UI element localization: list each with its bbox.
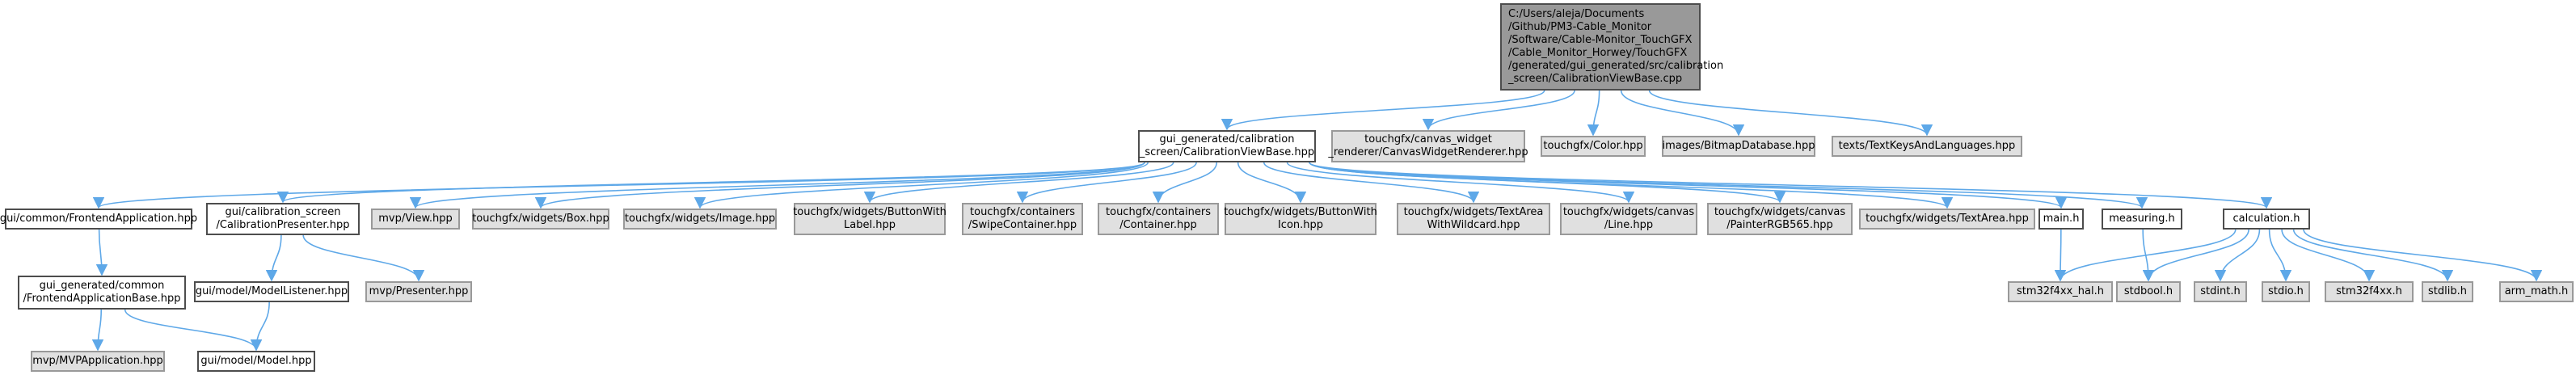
node-textkeysandlanguages-hpp: texts/TextKeysAndLanguages.hpp — [1832, 136, 2022, 157]
node-stdlib-h: stdlib.h — [2422, 281, 2473, 302]
edge-main_h-to-hal — [2054, 229, 2067, 282]
edge-calculation_h-to-stdio — [2268, 229, 2292, 282]
edge-viewbase-to-mvp_view — [410, 162, 1145, 209]
edge-frontend_base-to-model — [124, 309, 263, 352]
node-textarea-hpp: touchgfx/widgets/TextArea.hpp — [1859, 209, 2035, 230]
edge-viewbase-to-container — [1152, 162, 1218, 204]
edge-frontend_base-to-mvp_application — [91, 309, 104, 352]
node-stdint-h: stdint.h — [2194, 281, 2247, 302]
node-calibrationviewbase-hpp[interactable]: gui_generated/calibration _screen/Calibr… — [1138, 130, 1316, 162]
edge-model_listener-to-model — [250, 301, 270, 352]
edge-calculation_h-to-stdbool — [2142, 229, 2249, 282]
node-model-hpp[interactable]: gui/model/Model.hpp — [197, 351, 315, 372]
edge-viewbase-to-btn_icon — [1237, 162, 1307, 204]
edge-calculation_h-to-hal — [2054, 229, 2237, 282]
edge-root-to-color — [1587, 90, 1600, 137]
edge-root-to-viewbase — [1221, 90, 1545, 131]
node-root-calibrationviewbase-cpp: C:/Users/aleja/Documents /Github/PM3-Cab… — [1500, 3, 1723, 91]
node-buttonwithicon-hpp: touchgfx/widgets/ButtonWith Icon.hpp — [1224, 203, 1377, 235]
edge-viewbase-to-calculation_h — [1309, 162, 2272, 209]
node-buttonwithlabel-hpp: touchgfx/widgets/ButtonWith Label.hpp — [793, 203, 947, 235]
edge-calib_presenter-to-model_listener — [265, 234, 282, 282]
node-canvas-line-hpp: touchgfx/widgets/canvas /Line.hpp — [1560, 203, 1697, 235]
node-mvp-presenter-hpp: mvp/Presenter.hpp — [365, 281, 472, 302]
node-color-hpp: touchgfx/Color.hpp — [1541, 136, 1646, 157]
node-main-h[interactable]: main.h — [2038, 209, 2084, 230]
node-painterrgb565-hpp: touchgfx/widgets/canvas /PainterRGB565.h… — [1707, 203, 1853, 235]
node-textareawithwildcard-hpp: touchgfx/widgets/TextArea WithWildcard.h… — [1397, 203, 1550, 235]
node-frontendapplication-hpp[interactable]: gui/common/FrontendApplication.hpp — [0, 209, 197, 230]
edge-calculation_h-to-stm32 — [2281, 229, 2376, 282]
edge-calculation_h-to-stdlib — [2292, 229, 2454, 282]
edge-frontend_app-to-frontend_base — [95, 229, 108, 276]
node-box-hpp: touchgfx/widgets/Box.hpp — [472, 209, 609, 230]
node-stdio-h: stdio.h — [2262, 281, 2310, 302]
edge-root-to-textkeys — [1648, 90, 1933, 137]
node-frontendapplicationbase-hpp[interactable]: gui_generated/common /FrontendApplicatio… — [18, 276, 186, 310]
edge-root-to-canvas_renderer — [1422, 90, 1575, 131]
node-measuring-h[interactable]: measuring.h — [2102, 209, 2182, 230]
node-stm32f4xx-hal-h: stm32f4xx_hal.h — [2008, 281, 2113, 302]
edge-viewbase-to-btn_label — [863, 162, 1174, 204]
edge-viewbase-to-measuring_h — [1309, 162, 2148, 209]
node-swipecontainer-hpp: touchgfx/containers /SwipeContainer.hpp — [962, 203, 1083, 235]
edge-calculation_h-to-arm_math — [2303, 229, 2543, 282]
edge-viewbase-to-calib_presenter — [277, 162, 1145, 204]
edge-viewbase-to-image — [694, 162, 1149, 209]
node-arm-math-h: arm_math.h — [2499, 281, 2574, 302]
edge-calculation_h-to-stdint — [2214, 229, 2261, 282]
node-bitmapdatabase-hpp: images/BitmapDatabase.hpp — [1662, 136, 1815, 157]
node-image-hpp: touchgfx/widgets/Image.hpp — [623, 209, 777, 230]
node-container-hpp: touchgfx/containers /Container.hpp — [1098, 203, 1219, 235]
node-stm32f4xx-h: stm32f4xx.h — [2325, 281, 2414, 302]
edge-viewbase-to-box — [535, 162, 1145, 209]
node-modellistener-hpp[interactable]: gui/model/ModelListener.hpp — [194, 281, 349, 302]
edge-viewbase-to-textarea — [1309, 162, 1953, 209]
node-canvaswidgetrenderer-hpp: touchgfx/canvas_widget _renderer/CanvasW… — [1328, 130, 1528, 162]
edge-viewbase-to-canvas_line — [1286, 162, 1634, 204]
node-calculation-h[interactable]: calculation.h — [2223, 209, 2310, 230]
edge-calib_presenter-to-mvp_presenter — [302, 234, 425, 282]
node-mvpapplication-hpp: mvp/MVPApplication.hpp — [31, 351, 165, 372]
edge-viewbase-to-textarea_wc — [1263, 162, 1480, 204]
node-mvp-view-hpp: mvp/View.hpp — [371, 209, 460, 230]
node-stdbool-h: stdbool.h — [2116, 281, 2181, 302]
node-calibrationpresenter-hpp[interactable]: gui/calibration_screen /CalibrationPrese… — [206, 203, 360, 235]
edge-viewbase-to-swipe — [1016, 162, 1197, 204]
edge-viewbase-to-main_h — [1309, 162, 2067, 209]
edge-root-to-bitmapdb — [1620, 90, 1745, 137]
